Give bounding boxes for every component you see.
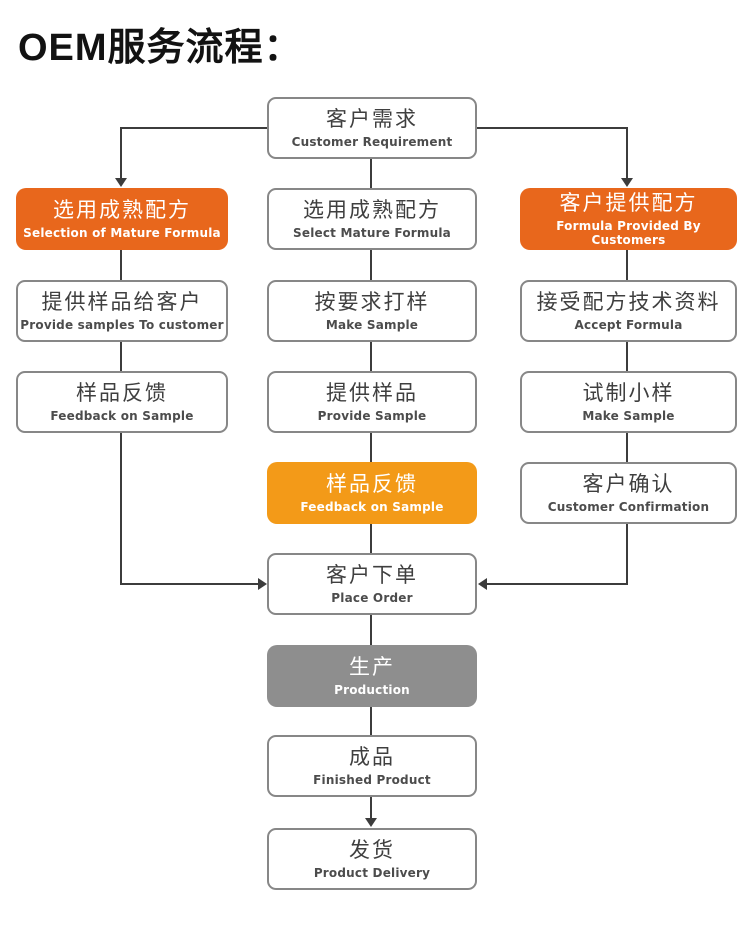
- node-formula-provided-by-customers: 客户提供配方 Formula Provided By Customers: [520, 188, 737, 250]
- node-finished-product: 成品 Finished Product: [267, 735, 477, 797]
- node-zh-label: 客户下单: [326, 562, 418, 587]
- arrow-down-icon: [621, 178, 633, 187]
- node-make-sample-right: 试制小样 Make Sample: [520, 371, 737, 433]
- node-en-label: Place Order: [331, 591, 413, 606]
- node-en-label: Customer Confirmation: [547, 500, 710, 515]
- node-zh-label: 客户提供配方: [559, 190, 698, 215]
- flow-line: [626, 342, 628, 371]
- flow-line: [370, 250, 372, 280]
- node-zh-label: 客户需求: [326, 106, 418, 131]
- node-zh-label: 提供样品: [326, 380, 418, 405]
- node-en-label: Accept Formula: [574, 318, 683, 333]
- node-accept-formula: 接受配方技术资料 Accept Formula: [520, 280, 737, 342]
- flow-line: [120, 250, 122, 280]
- node-product-delivery: 发货 Product Delivery: [267, 828, 477, 890]
- arrow-down-icon: [115, 178, 127, 187]
- node-zh-label: 试制小样: [582, 380, 675, 405]
- node-customer-requirement: 客户需求 Customer Requirement: [267, 97, 477, 159]
- node-en-label: Select Mature Formula: [293, 226, 451, 241]
- node-zh-label: 生产: [349, 654, 395, 679]
- arrow-left-icon: [478, 578, 487, 590]
- flow-line: [626, 250, 628, 280]
- node-en-label: Make Sample: [325, 318, 419, 333]
- node-zh-label: 样品反馈: [326, 471, 418, 496]
- page-title: OEM服务流程：: [18, 27, 303, 69]
- flow-line: [120, 342, 122, 371]
- node-make-sample-mid: 按要求打样 Make Sample: [267, 280, 477, 342]
- arrow-down-icon: [365, 818, 377, 827]
- node-selection-mature-formula: 选用成熟配方 Selection of Mature Formula: [16, 188, 228, 250]
- node-zh-label: 选用成熟配方: [53, 197, 191, 222]
- flow-line: [477, 127, 628, 129]
- node-zh-label: 成品: [349, 744, 395, 769]
- flow-line: [370, 797, 372, 820]
- node-en-label: Feedback on Sample: [300, 500, 444, 515]
- node-en-label: Make Sample: [582, 409, 675, 424]
- flow-line: [626, 433, 628, 462]
- flow-line: [370, 524, 372, 553]
- node-en-label: Feedback on Sample: [50, 409, 194, 424]
- node-provide-samples-to-customer: 提供样品给客户 Provide samples To customer: [16, 280, 228, 342]
- node-en-label: Production: [334, 683, 410, 698]
- node-zh-label: 样品反馈: [76, 380, 168, 405]
- node-zh-label: 接受配方技术资料: [536, 289, 721, 314]
- node-feedback-on-sample-mid: 样品反馈 Feedback on Sample: [267, 462, 477, 524]
- flow-line: [120, 433, 122, 585]
- flow-line: [370, 707, 372, 735]
- node-select-mature-formula: 选用成熟配方 Select Mature Formula: [267, 188, 477, 250]
- node-en-label: Provide Sample: [317, 409, 427, 424]
- flow-line: [370, 342, 372, 371]
- flow-line: [370, 433, 372, 462]
- node-en-label: Formula Provided By Customers: [556, 219, 701, 248]
- node-en-label: Finished Product: [313, 773, 431, 788]
- node-zh-label: 提供样品给客户: [41, 289, 203, 314]
- node-feedback-on-sample-left: 样品反馈 Feedback on Sample: [16, 371, 228, 433]
- flow-line: [487, 583, 627, 585]
- node-provide-sample: 提供样品 Provide Sample: [267, 371, 477, 433]
- flow-line: [370, 159, 372, 188]
- node-place-order: 客户下单 Place Order: [267, 553, 477, 615]
- flow-line: [370, 615, 372, 645]
- flow-line: [626, 524, 628, 585]
- node-en-label: Provide samples To customer: [20, 318, 224, 333]
- arrow-right-icon: [258, 578, 267, 590]
- node-zh-label: 发货: [349, 837, 395, 862]
- node-zh-label: 客户确认: [582, 471, 675, 496]
- flow-line: [120, 127, 122, 179]
- node-en-label: Product Delivery: [313, 866, 431, 881]
- node-production: 生产 Production: [267, 645, 477, 707]
- flow-line: [121, 127, 268, 129]
- node-zh-label: 选用成熟配方: [303, 197, 441, 222]
- node-zh-label: 按要求打样: [314, 289, 430, 314]
- flow-line: [120, 583, 258, 585]
- node-en-label: Customer Requirement: [291, 135, 453, 150]
- node-customer-confirmation: 客户确认 Customer Confirmation: [520, 462, 737, 524]
- node-en-label: Selection of Mature Formula: [23, 226, 221, 241]
- flow-line: [626, 127, 628, 179]
